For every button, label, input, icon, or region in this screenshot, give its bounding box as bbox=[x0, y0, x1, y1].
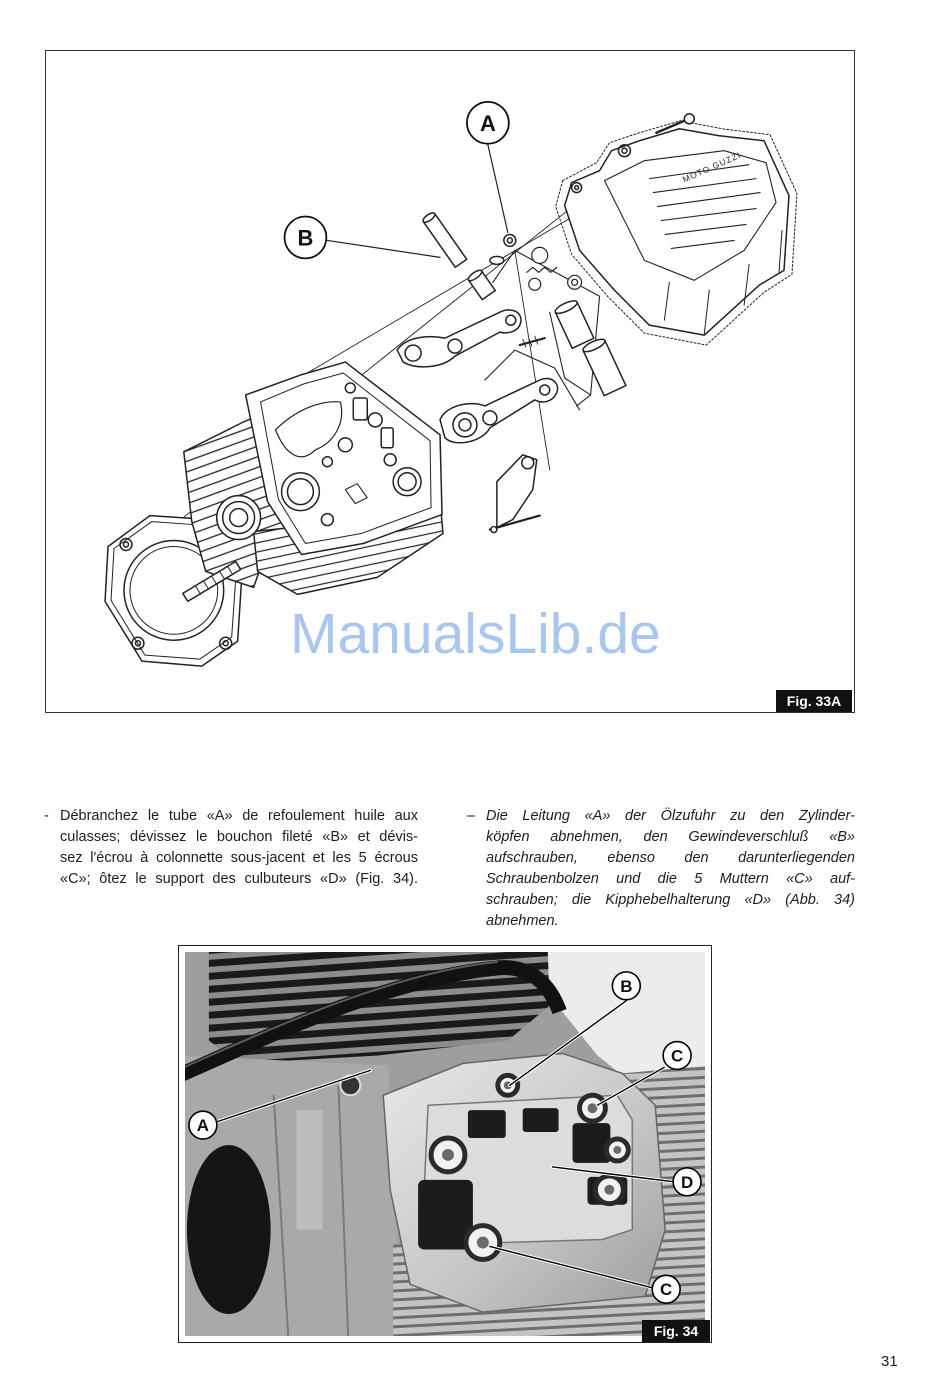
rocker-arms bbox=[396, 309, 559, 444]
leader-c-lower bbox=[489, 1245, 655, 1289]
figure-34: B C A D C Fig. 34 bbox=[178, 945, 712, 1343]
leader-a bbox=[215, 1069, 371, 1123]
svg-text:C: C bbox=[671, 1046, 683, 1065]
text-line: köpfen abnehmen, den Gewindeverschluß «B… bbox=[486, 829, 855, 845]
cylinder-head-cover: MOTO GUZZI bbox=[555, 113, 798, 346]
german-bullet: – bbox=[467, 808, 476, 824]
oil-pipe bbox=[184, 960, 567, 1081]
callout-a: A bbox=[466, 100, 510, 145]
leader-b bbox=[509, 1000, 628, 1086]
text-line: schrauben; die Kipphebelhalterung «D» (A… bbox=[486, 892, 855, 908]
tappets bbox=[554, 300, 627, 397]
callout-c-upper: C bbox=[662, 1040, 692, 1071]
leader-c-upper bbox=[596, 1066, 665, 1106]
threaded-plug bbox=[422, 212, 497, 301]
svg-text:B: B bbox=[298, 225, 314, 250]
engine-exploded-drawing: MOTO GUZZI A B bbox=[104, 100, 798, 667]
svg-text:A: A bbox=[480, 111, 496, 136]
figure-caption: Fig. 33A bbox=[776, 690, 852, 712]
cylinder-fins-right bbox=[622, 1065, 706, 1245]
callout-b: B bbox=[283, 215, 328, 260]
text-line: culasses; dévissez le bouchon fileté «B»… bbox=[60, 829, 418, 845]
engine-photo: B C A D C bbox=[184, 951, 706, 1337]
text-line: «C»; ôtez le support des culbuteurs «D» … bbox=[60, 871, 418, 887]
watermark: ManualsLib.de bbox=[290, 602, 661, 666]
cylinder-head bbox=[215, 361, 443, 556]
callout-b: B bbox=[611, 971, 642, 1001]
leader-d bbox=[551, 1166, 675, 1183]
figure-caption: Fig. 34 bbox=[642, 1320, 710, 1342]
nuts bbox=[428, 1072, 631, 1262]
german-instructions: Die Leitung «A» der Ölzufuhr zu den Zyli… bbox=[486, 806, 855, 932]
text-line: aufschrauben, ebenso den darunterliegend… bbox=[486, 850, 855, 866]
figure-33a: MOTO GUZZI A B Fig. 33A bbox=[45, 50, 855, 713]
valve-spring bbox=[526, 246, 583, 291]
text-line: Die Leitung «A» der Ölzufuhr zu den Zyli… bbox=[486, 808, 855, 824]
svg-text:D: D bbox=[681, 1173, 693, 1192]
rocker-bracket-part bbox=[488, 454, 541, 534]
svg-text:B: B bbox=[620, 977, 632, 996]
leader-b bbox=[326, 239, 441, 258]
cylinder-stud bbox=[182, 560, 242, 603]
french-bullet: - bbox=[44, 808, 49, 824]
oil-pipe-fitting bbox=[489, 233, 517, 266]
callout-c-lower: C bbox=[651, 1274, 681, 1304]
alternator-cover bbox=[186, 1144, 271, 1315]
text-line: sez l'écrou à colonnette sous-jacent et … bbox=[60, 850, 418, 866]
french-instructions: Débranchez le tube «A» de refoulement hu… bbox=[60, 806, 418, 890]
svg-text:C: C bbox=[660, 1280, 672, 1299]
callout-d: D bbox=[672, 1167, 702, 1197]
text-line: Débranchez le tube «A» de refoulement hu… bbox=[60, 808, 418, 824]
svg-text:A: A bbox=[197, 1116, 209, 1135]
leader-a bbox=[487, 144, 509, 234]
rocker-support bbox=[484, 249, 601, 411]
callout-a: A bbox=[188, 1110, 218, 1140]
page-number: 31 bbox=[881, 1353, 898, 1370]
text-line: Schraubenbolzen und die 5 Muttern «C» au… bbox=[486, 871, 855, 887]
text-line: abnehmen. bbox=[486, 913, 559, 929]
